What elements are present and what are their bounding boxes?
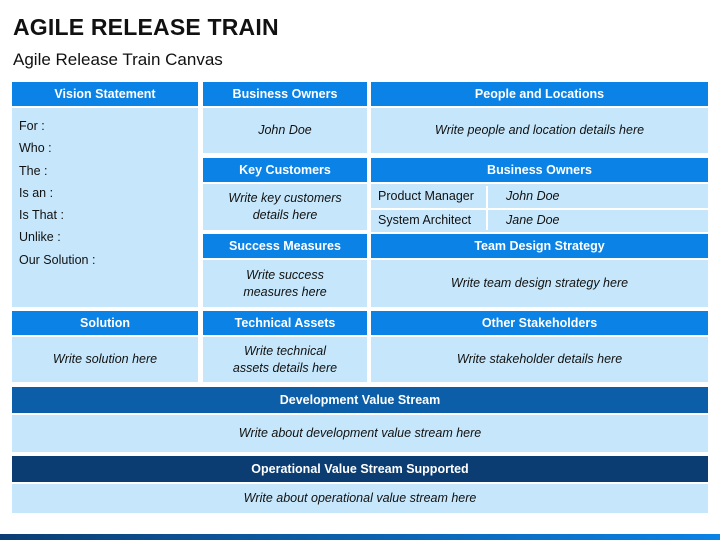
people-locations-header: People and Locations xyxy=(371,82,708,106)
vision-statement-header: Vision Statement xyxy=(12,82,198,106)
business-owners-table-header: Business Owners xyxy=(371,158,708,182)
business-owners-header: Business Owners xyxy=(203,82,367,106)
table-row: System Architect Jane Doe xyxy=(371,208,708,230)
owner-name: John Doe xyxy=(506,189,560,203)
dev-value-stream-header: Development Value Stream xyxy=(12,387,708,413)
vision-line: Is an : xyxy=(19,185,54,200)
table-row: Product Manager John Doe xyxy=(371,185,708,207)
team-design-body: Write team design strategy here xyxy=(371,260,708,307)
ops-value-stream-header: Operational Value Stream Supported xyxy=(12,456,708,482)
business-owners-table: Product Manager John Doe System Architec… xyxy=(371,184,708,232)
vision-line: Who : xyxy=(19,141,52,156)
owner-role: Product Manager xyxy=(378,189,474,203)
ops-value-stream-body: Write about operational value stream her… xyxy=(12,484,708,513)
page-subtitle: Agile Release Train Canvas xyxy=(13,50,223,69)
key-customers-body: Write key customers details here xyxy=(203,184,367,230)
people-locations-body: Write people and location details here xyxy=(371,108,708,153)
technical-assets-header: Technical Assets xyxy=(203,311,367,335)
page-title: AGILE RELEASE TRAIN xyxy=(13,14,279,40)
success-measures-body: Write success measures here xyxy=(203,260,367,307)
vision-statement-list: For : Who : The : Is an : Is That : Unli… xyxy=(12,108,198,307)
footer-gradient-bar xyxy=(0,534,720,540)
other-stakeholders-body: Write stakeholder details here xyxy=(371,337,708,382)
solution-header: Solution xyxy=(12,311,198,335)
vision-line: For : xyxy=(19,119,45,133)
vision-line: Unlike : xyxy=(19,230,61,245)
key-customers-header: Key Customers xyxy=(203,158,367,182)
technical-assets-body: Write technical assets details here xyxy=(203,337,367,382)
vision-line: Is That : xyxy=(19,208,64,223)
other-stakeholders-header: Other Stakeholders xyxy=(371,311,708,335)
team-design-header: Team Design Strategy xyxy=(371,234,708,258)
dev-value-stream-body: Write about development value stream her… xyxy=(12,415,708,452)
solution-body: Write solution here xyxy=(12,337,198,382)
vision-line: Our Solution : xyxy=(19,252,96,267)
owner-name: Jane Doe xyxy=(506,213,560,227)
business-owners-body: John Doe xyxy=(203,108,367,153)
vision-line: The : xyxy=(19,163,48,178)
owner-role: System Architect xyxy=(378,213,472,227)
success-measures-header: Success Measures xyxy=(203,234,367,258)
